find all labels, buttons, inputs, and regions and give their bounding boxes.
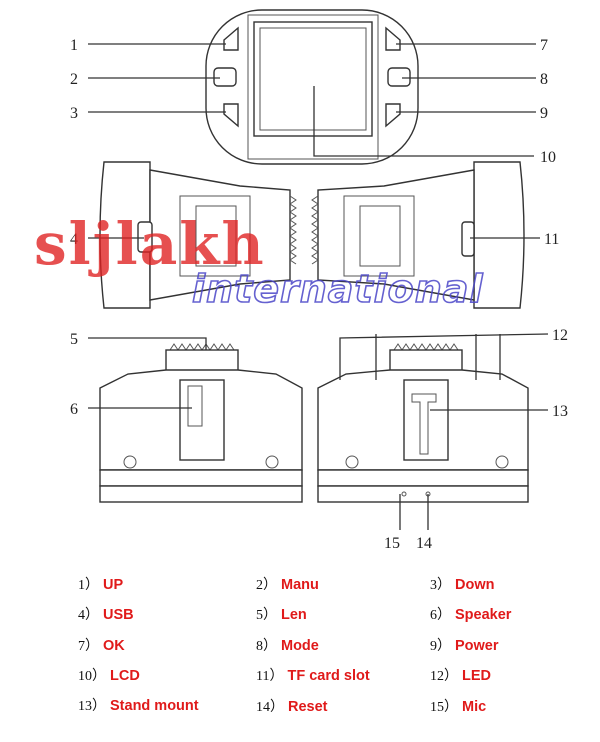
legend-label: TF card slot bbox=[287, 668, 370, 684]
callout-13: 13 bbox=[552, 403, 568, 420]
legend-label: LCD bbox=[110, 668, 140, 684]
legend-num: 11） bbox=[256, 669, 284, 684]
leader-lines bbox=[88, 43, 549, 530]
callout-15: 15 bbox=[384, 535, 400, 552]
legend-num: 13） bbox=[78, 699, 106, 714]
legend-label: Mic bbox=[462, 699, 487, 715]
legend-label: LED bbox=[462, 668, 491, 684]
legend-num: 10） bbox=[78, 669, 106, 684]
legend-item-12: 12） LED bbox=[430, 665, 491, 685]
lcd-screen bbox=[253, 21, 373, 137]
callout-12: 12 bbox=[552, 327, 568, 344]
legend-num: 15） bbox=[430, 700, 458, 715]
left-side-view bbox=[99, 161, 297, 309]
right-side-view bbox=[311, 161, 525, 309]
legend-item-7: 7） OK bbox=[78, 635, 125, 655]
callout-6: 6 bbox=[70, 401, 78, 418]
legend-label: Power bbox=[455, 638, 499, 654]
callout-14: 14 bbox=[416, 535, 432, 552]
callout-1: 1 bbox=[70, 37, 78, 54]
lcd-bezel bbox=[247, 14, 379, 160]
legend-item-14: 14） Reset bbox=[256, 696, 328, 716]
legend-label: Len bbox=[281, 607, 307, 623]
legend-label: Mode bbox=[281, 638, 319, 654]
device-diagram: 1 2 3 4 5 6 7 8 9 10 11 12 13 15 14 sljl… bbox=[34, 9, 568, 552]
mic-hole bbox=[401, 491, 407, 497]
stand-mount-shape bbox=[411, 393, 437, 455]
legend-num: 1） bbox=[78, 578, 99, 593]
front-view bbox=[205, 9, 419, 165]
legend-item-4: 4） USB bbox=[78, 604, 134, 624]
legend-num: 2） bbox=[256, 578, 277, 593]
legend-num: 4） bbox=[78, 608, 99, 623]
mode-button-shape bbox=[387, 67, 411, 87]
callout-8: 8 bbox=[540, 71, 548, 88]
legend-label: USB bbox=[103, 607, 134, 623]
legend-item-8: 8） Mode bbox=[256, 635, 319, 655]
rear-bottom-view bbox=[317, 343, 529, 503]
watermark: sljlakh international bbox=[34, 210, 483, 312]
legend-item-2: 2） Manu bbox=[256, 574, 319, 594]
legend-label: Manu bbox=[281, 577, 319, 593]
legend-item-1: 1） UP bbox=[78, 574, 123, 594]
legend-num: 9） bbox=[430, 639, 451, 654]
legend-num: 3） bbox=[430, 578, 451, 593]
down-button-shape bbox=[223, 103, 239, 128]
speaker-shape bbox=[187, 385, 203, 427]
legend-label: Speaker bbox=[455, 607, 512, 623]
legend-item-15: 15） Mic bbox=[430, 696, 486, 716]
watermark-line2: international bbox=[192, 267, 483, 311]
legend-item-11: 11） TF card slot bbox=[256, 665, 370, 685]
front-bottom-view bbox=[99, 343, 303, 503]
callout-3: 3 bbox=[70, 105, 78, 122]
callout-4: 4 bbox=[70, 231, 78, 248]
legend-num: 5） bbox=[256, 608, 277, 623]
callout-11: 11 bbox=[544, 231, 559, 248]
legend-item-10: 10） LCD bbox=[78, 665, 140, 685]
legend-num: 8） bbox=[256, 639, 277, 654]
legend-item-3: 3） Down bbox=[430, 574, 494, 594]
legend-num: 6） bbox=[430, 608, 451, 623]
legend-item-6: 6） Speaker bbox=[430, 604, 511, 624]
legend-num: 7） bbox=[78, 639, 99, 654]
legend-num: 14） bbox=[256, 700, 284, 715]
legend-item-9: 9） Power bbox=[430, 635, 499, 655]
callout-2: 2 bbox=[70, 71, 78, 88]
legend-label: OK bbox=[103, 638, 125, 654]
legend-item-13: 13） Stand mount bbox=[78, 695, 199, 715]
legend-label: Reset bbox=[288, 699, 328, 715]
legend-label: Stand mount bbox=[110, 698, 199, 714]
legend-num: 12） bbox=[430, 669, 458, 684]
parts-legend: 1） UP 2） Manu 3） Down 4） USB 5） Len 6） S… bbox=[0, 566, 600, 736]
up-button-shape bbox=[223, 26, 239, 51]
legend-item-5: 5） Len bbox=[256, 604, 307, 624]
tf-slot-shape bbox=[461, 221, 475, 257]
menu-button-shape bbox=[213, 67, 237, 87]
power-button-shape bbox=[385, 103, 401, 128]
watermark-line1: sljlakh bbox=[34, 210, 266, 278]
legend-label: UP bbox=[103, 577, 124, 593]
callout-10: 10 bbox=[540, 149, 556, 166]
legend-label: Down bbox=[455, 577, 495, 593]
usb-port-shape bbox=[137, 221, 153, 253]
callout-numbers: 1 2 3 4 5 6 7 8 9 10 11 12 13 15 14 bbox=[70, 37, 568, 552]
callout-5: 5 bbox=[70, 331, 78, 348]
callout-7: 7 bbox=[540, 37, 548, 54]
callout-9: 9 bbox=[540, 105, 548, 122]
